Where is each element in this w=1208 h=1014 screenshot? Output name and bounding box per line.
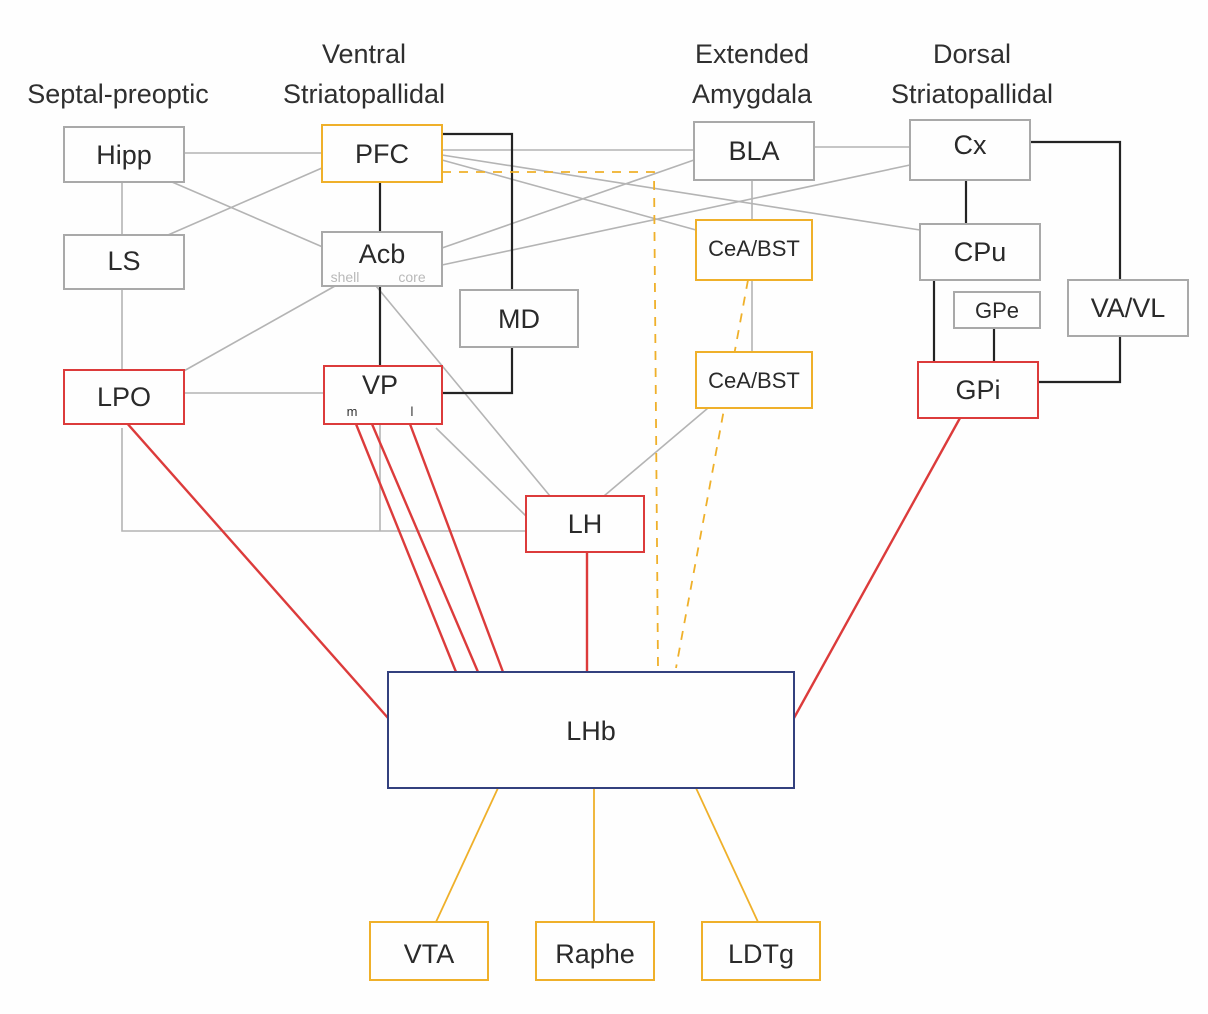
node-lh: LH <box>525 495 645 553</box>
edge-acb-lh <box>375 285 551 497</box>
node-raphe-label: Raphe <box>555 939 635 969</box>
node-gpe: GPe <box>953 291 1041 329</box>
node-va-vl: VA/VL <box>1067 279 1189 337</box>
node-cpu: CPu <box>919 223 1041 281</box>
node-va-vl-label: VA/VL <box>1091 293 1166 323</box>
edge-hipp-acb <box>171 181 326 249</box>
edge-ls-lh-loop <box>121 428 526 532</box>
header-dorsal-line2: Striatopallidal <box>891 79 1053 109</box>
nodes: Hipp PFC BLA Cx LS Acb shell core CeA/BS… <box>63 119 1189 981</box>
node-bla-label: BLA <box>728 136 779 166</box>
node-vta-label: VTA <box>404 939 455 969</box>
node-lhb-label: LHb <box>566 716 616 746</box>
node-vp-l-label: l <box>411 404 414 419</box>
header-extended-line1: Extended <box>695 39 809 69</box>
node-raphe: Raphe <box>535 921 655 981</box>
node-vp-label: VP <box>362 370 398 400</box>
node-cpu-label: CPu <box>954 237 1007 267</box>
node-hipp: Hipp <box>63 126 185 183</box>
node-vp-m-label: m <box>347 404 358 419</box>
node-lpo-label: LPO <box>97 382 151 412</box>
node-lpo: LPO <box>63 369 185 425</box>
node-md: MD <box>459 289 579 348</box>
edge-vp-lh <box>435 427 527 517</box>
node-cx: Cx <box>909 119 1031 181</box>
header-ventral-line1: Ventral <box>322 39 406 69</box>
node-hipp-label: Hipp <box>96 140 152 170</box>
node-md-label: MD <box>498 304 540 334</box>
edge-cea-lh <box>603 407 709 497</box>
node-ls: LS <box>63 234 185 290</box>
node-cea-bst-lower-label: CeA/BST <box>708 368 800 393</box>
edge-lhb-vta <box>435 787 499 923</box>
node-cea-bst-lower: CeA/BST <box>695 351 813 409</box>
edge-bla-acb <box>441 159 695 249</box>
edge-cea-lhb-dashed <box>675 279 749 669</box>
edge-gpi-lhb <box>792 417 962 719</box>
edge-acb-lpo <box>181 285 336 373</box>
node-gpi: GPi <box>917 361 1039 419</box>
node-acb-label: Acb <box>359 239 406 269</box>
edge-ls-pfc <box>167 167 323 236</box>
node-lh-label: LH <box>568 509 603 539</box>
edge-pfc-md <box>442 132 514 290</box>
header-dorsal-line1: Dorsal <box>933 39 1011 69</box>
edge-cx-acb <box>441 164 911 266</box>
node-cx-label: Cx <box>954 130 987 160</box>
edge-pfc-cpu <box>441 154 921 231</box>
node-cea-bst-upper-label: CeA/BST <box>708 236 800 261</box>
edge-pfc-lhb-dashed <box>442 171 659 669</box>
edge-vavl-gpi <box>1038 336 1122 384</box>
header-septal-preoptic: Septal-preoptic <box>27 79 209 109</box>
node-gpe-label: GPe <box>975 298 1019 323</box>
node-ls-label: LS <box>107 246 140 276</box>
connections <box>121 132 1122 923</box>
node-lhb: LHb <box>387 671 795 789</box>
header-extended-line2: Amygdala <box>692 79 813 109</box>
node-bla: BLA <box>693 121 815 181</box>
edge-cx-vavl <box>1030 140 1122 280</box>
edge-vp-lhb-1 <box>354 423 458 673</box>
node-pfc: PFC <box>321 124 443 183</box>
node-acb-shell-label: shell <box>331 269 360 285</box>
node-ldtg-label: LDTg <box>728 939 794 969</box>
node-acb-core-label: core <box>398 269 425 285</box>
node-gpi-label: GPi <box>955 375 1000 405</box>
edge-lpo-lhb <box>125 421 389 719</box>
edge-vp-lhb-3 <box>408 423 505 673</box>
edge-vp-lhb-2 <box>370 423 480 673</box>
node-pfc-label: PFC <box>355 139 409 169</box>
node-vp: VP m l <box>323 365 443 425</box>
node-vta: VTA <box>369 921 489 981</box>
edge-md-vp <box>442 347 514 395</box>
node-ldtg: LDTg <box>701 921 821 981</box>
node-acb: Acb shell core <box>321 231 443 287</box>
edge-lhb-ldtg <box>695 787 759 923</box>
node-cea-bst-upper: CeA/BST <box>695 219 813 281</box>
header-ventral-line2: Striatopallidal <box>283 79 445 109</box>
column-headers: Septal-preoptic Ventral Striatopallidal … <box>27 39 1053 109</box>
